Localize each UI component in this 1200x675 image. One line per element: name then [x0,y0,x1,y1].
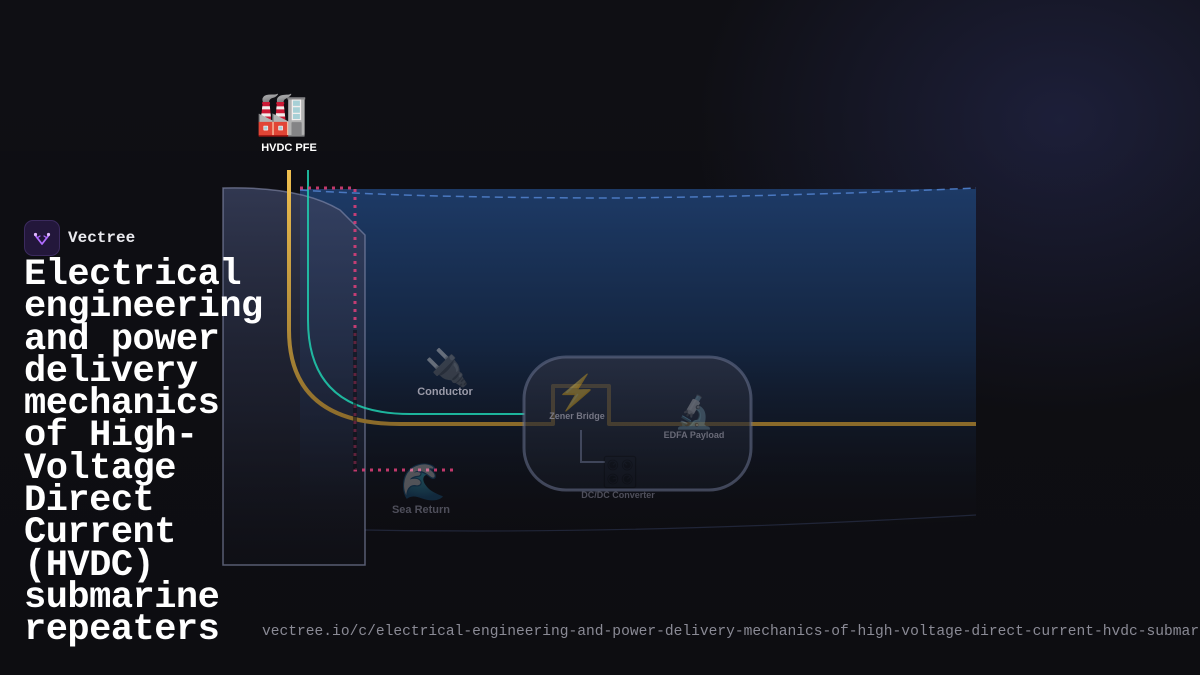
control-knobs-icon: 🎛 [600,454,641,490]
vectree-logo-icon [24,220,60,256]
zener-bridge-label: Zener Bridge [549,411,605,421]
sea-return-label: Sea Return [392,504,450,516]
shore-landmass [222,187,366,566]
wave-icon: 🌊 [401,461,446,502]
factory-icon: 🏭 [256,90,308,138]
edfa-payload-label: EDFA Payload [664,430,725,440]
sea-earth-return-line [300,186,455,472]
brand-name: Vectree [68,229,136,247]
optical-fiber-line [307,170,525,415]
lightning-icon: ⚡ [556,373,598,413]
seabed-line [364,514,977,532]
page-title: Electrical engineering and power deliver… [24,254,263,652]
conductor-label: Conductor [417,386,473,398]
page-url[interactable]: vectree.io/c/electrical-engineering-and-… [262,624,1200,640]
brand[interactable]: Vectree [24,220,135,256]
plug-icon: 🔌 [425,347,470,388]
dcdc-converter-label: DC/DC Converter [581,490,655,500]
station-label: HVDC PFE [261,142,317,154]
repeater-internal-wiring [580,430,605,463]
microscope-icon: 🔬 [674,393,714,430]
